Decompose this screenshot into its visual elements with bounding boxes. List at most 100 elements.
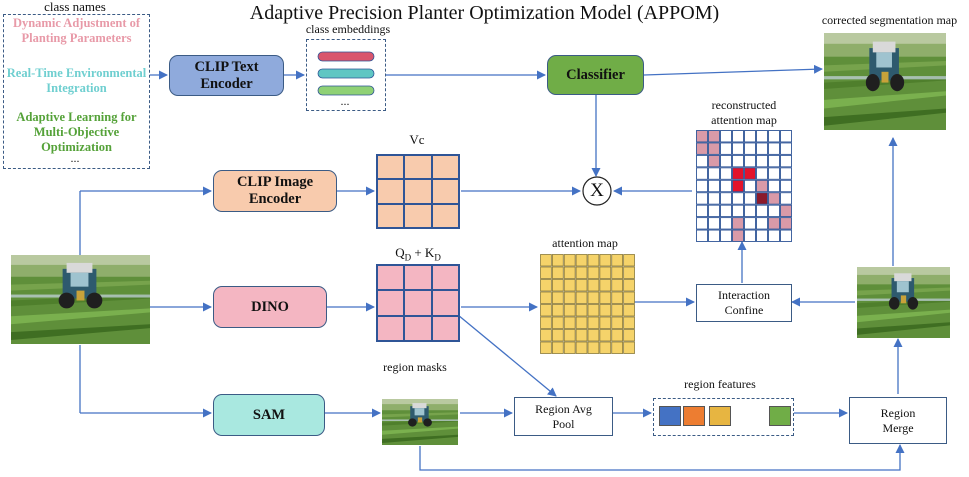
attention-cell [540,341,552,354]
reconstructed-cell [768,204,780,218]
reconstructed-cell [756,130,768,143]
reconstructed-cell [780,204,792,218]
attention-cell [563,316,576,329]
attention-cell [575,279,588,292]
attention-cell [563,304,576,317]
multiply-symbol: X [590,180,604,201]
qd-q: Q [395,245,405,260]
attention-cell [611,291,624,304]
classifier-box: Classifier [547,55,644,95]
reconstructed-cell [744,130,756,143]
reconstructed-cell [732,204,744,218]
attention-cell [587,329,600,342]
attention-cell [563,341,576,354]
reconstructed-cell [768,217,780,230]
attention-cell [540,279,552,292]
reconstructed-cell [780,229,792,242]
reconstructed-cell [780,217,792,230]
reconstructed-cell [720,192,732,205]
corrected-map-label: corrected segmentation map [821,13,958,27]
class-names-ellipsis: ... [70,151,80,165]
reconstructed-cell [708,154,720,168]
attention-cell [587,304,600,317]
region-features-panel [653,398,794,436]
attention-cell [575,291,588,304]
attention-cell [575,254,588,267]
attention-cell [611,329,624,342]
reconstructed-cell [768,192,780,205]
reconstructed-cell [696,142,708,155]
region-avg-pool-box: Region Avg Pool [514,397,613,436]
reconstructed-cell [708,130,720,143]
reconstructed-cell [696,204,708,218]
attention-cell [540,266,552,279]
reconstructed-cell [708,192,720,205]
region-feature-swatch-0 [659,406,681,426]
attention-cell [587,291,600,304]
attention-cell [575,266,588,279]
reconstructed-cell [744,217,756,230]
tractor-field-illustration [11,255,150,344]
multiply-node [582,176,612,206]
attention-cell [563,266,576,279]
reconstructed-cell [708,167,720,180]
reconstructed-cell [756,142,768,155]
reconstructed-cell [732,142,744,155]
attention-map-grid [540,254,635,354]
reconstructed-cell [768,179,780,193]
bypass-masks-to-merge [419,444,905,471]
attention-cell [599,304,612,317]
reconstructed-cell [756,179,768,193]
class-embeddings-label: class embeddings [305,22,391,36]
reconstructed-cell [756,192,768,205]
reconstructed-cell [744,154,756,168]
attention-cell [587,316,600,329]
reconstructed-cell [732,154,744,168]
reconstructed-map-label: reconstructed attention map [711,98,777,127]
reconstructed-cell [756,217,768,230]
attention-cell [587,266,600,279]
reconstructed-cell [720,154,732,168]
reconstructed-cell [756,204,768,218]
class-embeddings-ellipsis: ... [340,94,350,108]
reconstructed-cell [732,179,744,193]
attention-cell [551,254,564,267]
attention-cell [540,304,552,317]
attention-cell [563,291,576,304]
corrected-segmentation-image [824,33,946,130]
reconstructed-cell [780,154,792,168]
kd-sub: D [434,252,441,263]
reconstructed-cell [768,229,780,242]
reconstructed-cell [696,154,708,168]
dino-box: DINO [213,286,327,328]
reconstructed-cell [708,229,720,242]
arrow-qk-to-regionavg [457,314,557,397]
attention-cell [599,266,612,279]
qd-sub: D [404,252,412,263]
attention-cell [563,279,576,292]
attention-map-label: attention map [552,236,618,250]
diagram-title: Adaptive Precision Planter Optimization … [249,2,720,24]
class-name-item-1: Real-Time Environmental Integration [6,66,147,95]
attention-cell [587,341,600,354]
reconstructed-cell [720,142,732,155]
class-names-panel [3,14,150,169]
vc-label: Vc [409,132,425,147]
region-feature-swatch-1 [683,406,705,426]
region-masks-label: region masks [383,360,447,374]
reconstructed-cell [708,142,720,155]
reconstructed-cell [720,229,732,242]
attention-cell [540,254,552,267]
attention-cell [611,304,624,317]
reconstructed-cell [720,217,732,230]
arrow-classifier-to-output [643,64,823,76]
attention-cell [611,266,624,279]
embedding-bar-0 [317,51,375,62]
reconstructed-cell [720,204,732,218]
embedding-bar-1 [317,68,375,79]
clip-image-encoder-box: CLIP Image Encoder [213,170,337,212]
attention-cell [551,329,564,342]
merged-region-image [857,267,950,338]
attention-cell [540,291,552,304]
